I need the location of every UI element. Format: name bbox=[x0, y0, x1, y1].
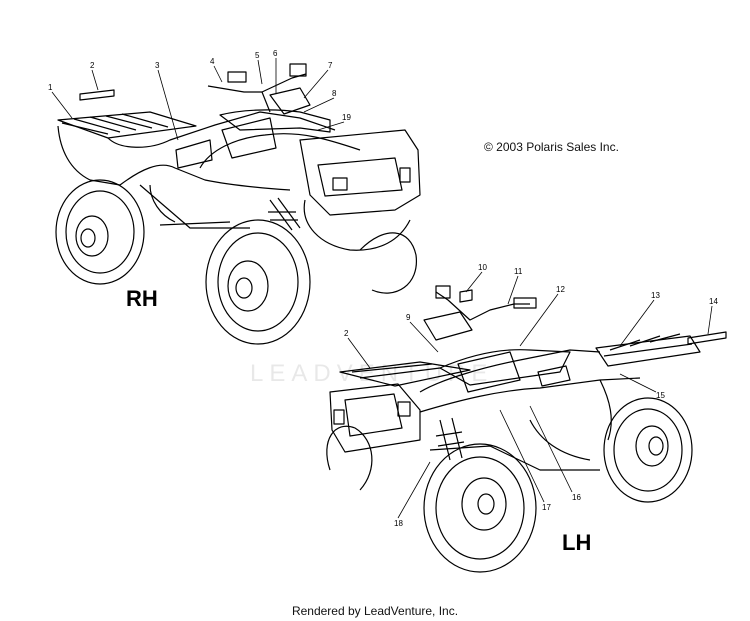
callout-13: 13 bbox=[651, 291, 660, 300]
callout-7: 7 bbox=[328, 61, 333, 70]
atv-lh-drawing bbox=[326, 285, 701, 573]
callout-5: 5 bbox=[255, 51, 260, 60]
callout-8: 8 bbox=[332, 89, 337, 98]
callout-15: 15 bbox=[656, 391, 665, 400]
callout-12: 12 bbox=[556, 285, 565, 294]
callout-17: 17 bbox=[542, 503, 551, 512]
callout-numbers: 1 2 3 4 5 6 7 8 19 10 11 12 13 14 9 2 15… bbox=[48, 49, 718, 528]
callout-3: 3 bbox=[155, 61, 160, 70]
decal-strip-2 bbox=[79, 89, 115, 101]
callout-10: 10 bbox=[478, 263, 487, 272]
decal-strip-14 bbox=[687, 331, 727, 345]
view-label-rh: RH bbox=[126, 286, 158, 311]
callout-16: 16 bbox=[572, 493, 581, 502]
callout-18: 18 bbox=[394, 519, 403, 528]
callout-11: 11 bbox=[514, 267, 523, 276]
callout-19: 19 bbox=[342, 113, 351, 122]
callout-14: 14 bbox=[709, 297, 718, 306]
callout-2: 2 bbox=[90, 61, 95, 70]
atv-rh-drawing bbox=[55, 63, 421, 345]
footer-credit: Rendered by LeadVenture, Inc. bbox=[291, 604, 459, 618]
callout-1: 1 bbox=[48, 83, 53, 92]
callout-2-lh: 2 bbox=[344, 329, 349, 338]
callout-4: 4 bbox=[210, 57, 215, 66]
decal-strip-10 bbox=[459, 289, 473, 303]
copyright-text: © 2003 Polaris Sales Inc. bbox=[484, 140, 619, 154]
leader-lines bbox=[51, 58, 713, 519]
callout-6: 6 bbox=[273, 49, 278, 58]
callout-9: 9 bbox=[406, 313, 411, 322]
watermark: LEADVENTURE bbox=[250, 360, 494, 387]
view-label-lh: LH bbox=[562, 530, 592, 555]
